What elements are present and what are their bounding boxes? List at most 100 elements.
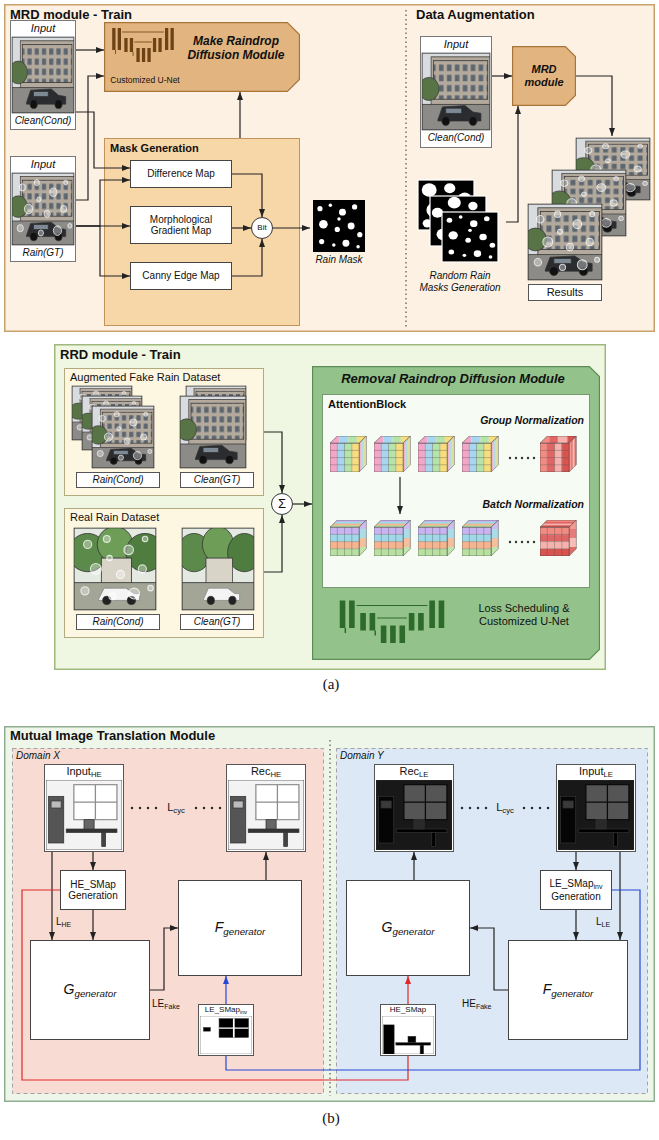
node-shape [337, 749, 648, 1094]
node-label: Bit [251, 217, 273, 239]
node-shape [5, 5, 655, 332]
node-shape [252, 218, 273, 239]
node-label: Morphological Gradient Map [130, 206, 232, 244]
connector-arrow [273, 227, 310, 228]
subfigure-caption: (a) [314, 676, 348, 693]
node-label: HE_SMap [380, 1005, 436, 1014]
connector-arrow [619, 852, 620, 940]
panel-title: MRD module - Train [10, 8, 230, 23]
connector-arrow [575, 910, 576, 940]
connector-arrow [576, 76, 612, 136]
node-label: Make Raindrop Diffusion Module [182, 35, 290, 63]
image-box: RecLE [374, 764, 454, 852]
diffusion-module: Removal Raindrop Diffusion ModuleLoss Sc… [312, 366, 600, 660]
node-shape [131, 161, 232, 188]
process-box: Difference Map [130, 160, 232, 188]
connector-arrow [232, 174, 262, 217]
connector-arrow [51, 852, 52, 940]
mask-stack: Random Rain Masks Generation [414, 176, 506, 298]
node-label: Difference Map [130, 160, 232, 188]
saliency-map: HE_SMap [380, 1004, 436, 1056]
edge-label: HEFake [462, 998, 502, 1011]
node-label: Clean(Cond) [10, 115, 76, 127]
process-box: Morphological Gradient Map [130, 206, 232, 244]
node-label: Ggenerator [346, 880, 470, 976]
node-shape [541, 871, 612, 910]
operator-circle: Bit [251, 217, 273, 239]
generator-box: Fgenerator [178, 880, 302, 976]
node-label: Random Rain Masks Generation [414, 270, 506, 293]
panel-title: RRD module - Train [60, 348, 280, 363]
connector-arrow [150, 928, 178, 990]
connector-arrow [22, 890, 408, 1080]
connector-arrow [92, 910, 93, 940]
node-label: AttentionBlock [328, 398, 458, 411]
node-label: Fgenerator [508, 940, 628, 1040]
node-shape [381, 1005, 436, 1056]
connector-arrow [265, 852, 266, 880]
connector-arrow [76, 112, 130, 168]
connector-arrow [239, 92, 240, 138]
node-label: Batch Normalization [434, 498, 584, 510]
node-shape [131, 207, 232, 244]
connector-arrow [575, 852, 576, 870]
node-shape [179, 881, 302, 976]
unet-icon [340, 601, 445, 644]
node-shape [131, 263, 232, 290]
node-label: Input [10, 22, 76, 35]
connector-arrow [413, 852, 414, 880]
node-label: Mask Generation [110, 142, 250, 155]
connector-arrow [264, 432, 282, 493]
image-box: InputHE [44, 764, 124, 852]
node-shape [199, 1005, 254, 1056]
connector-arrow [76, 180, 130, 226]
edge-label: LEFake [152, 998, 192, 1011]
subfigure-caption: (b) [314, 1110, 348, 1127]
node-label: LE_SMapinv [198, 1005, 254, 1015]
module-panel: RRD module - TrainAugmented Fake Rain Da… [54, 344, 606, 670]
dataset-box: Augmented Fake Rain DatasetRain(Cond)Cle… [64, 368, 264, 496]
loss-label: Lcyc [491, 801, 519, 816]
node-shape [13, 749, 324, 1094]
unet-icon [112, 28, 174, 62]
node-label: Ggenerator [30, 940, 150, 1040]
node-shape [557, 765, 636, 852]
generator-box: Ggenerator [346, 880, 470, 976]
mask-generation-box: Mask GenerationDifference MapMorphologic… [104, 138, 300, 326]
node-label: Fgenerator [178, 880, 302, 976]
node-label: Input [420, 38, 492, 51]
connector-arrow [225, 976, 226, 1004]
connector-arrow [407, 976, 408, 1004]
node-shape [227, 765, 306, 852]
node-label: MRD module [512, 46, 576, 106]
node-shape [509, 941, 628, 1040]
generator-box: Fgenerator [508, 940, 628, 1040]
tensor-cubes [330, 436, 576, 556]
node-label: Rain(Cond) [76, 472, 160, 488]
node-label: Rain(Cond) [76, 614, 160, 630]
attention-block: AttentionBlockGroup NormalizationBatch N… [322, 394, 590, 588]
node-shape [5, 727, 655, 1102]
connector-arrow [506, 106, 518, 222]
photo [9, 37, 650, 1054]
node-shape [272, 494, 293, 515]
connector-arrow [264, 515, 282, 572]
connector-arrow [293, 503, 312, 504]
panel-title: Mutual Image Translation Module [10, 729, 330, 744]
node-label: Customized U-Net [108, 76, 182, 86]
sum-circle: Σ [271, 493, 293, 515]
input-image: InputClean(Cond) [420, 36, 492, 148]
node-shape [105, 139, 300, 326]
node-label: Group Normalization [434, 414, 584, 426]
node-label: Real Rain Dataset [70, 511, 258, 524]
node-label: LE_SMapinv Generation [540, 870, 612, 910]
process-box: LE_SMapinv Generation [540, 870, 612, 910]
node-label: RecLE [374, 765, 454, 780]
mask-image: Rain Mask [310, 198, 368, 270]
result-stack: Results [528, 136, 652, 308]
diffusion-module: MRD module [512, 46, 576, 106]
node-label: Clean(GT) [180, 614, 254, 630]
node-shape [31, 941, 150, 1040]
